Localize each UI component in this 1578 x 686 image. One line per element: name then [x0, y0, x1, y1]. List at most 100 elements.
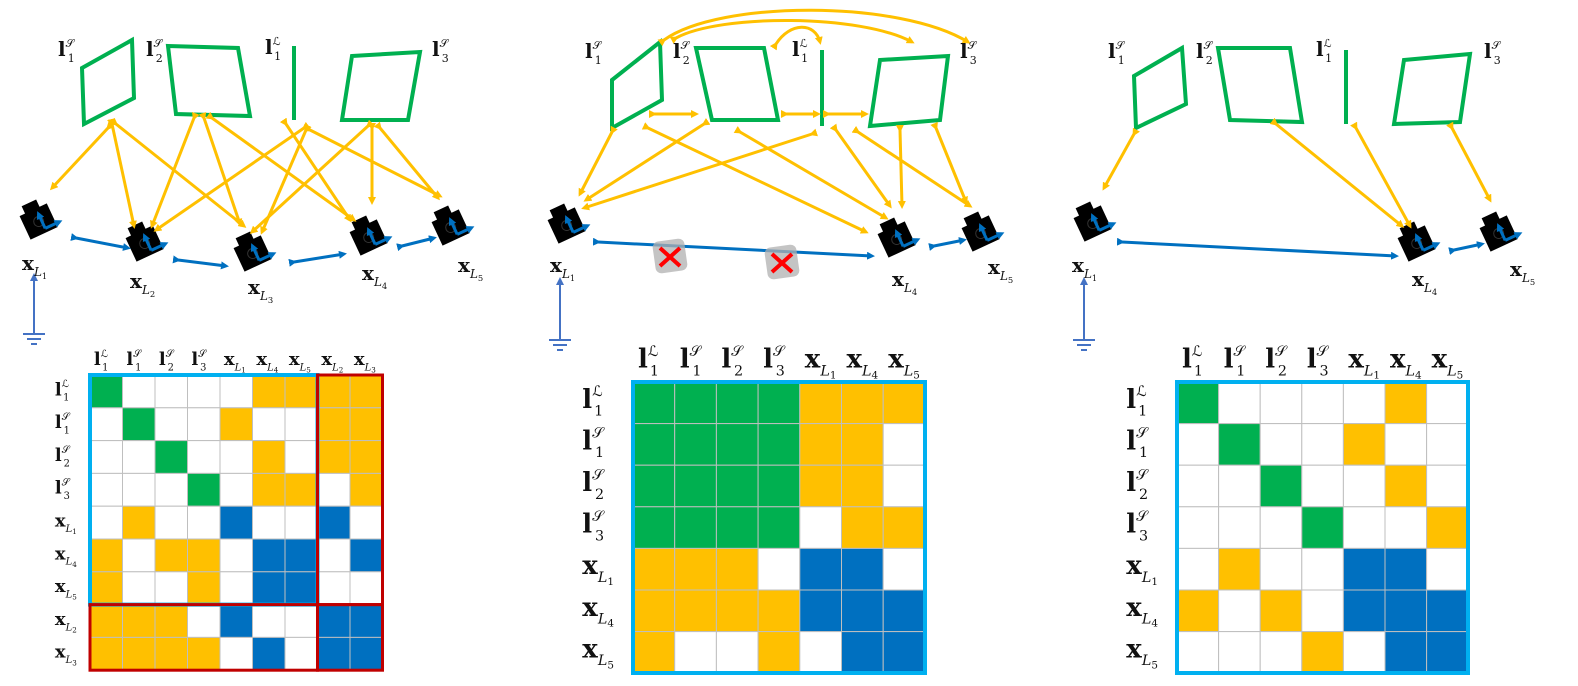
matrix-cell [1259, 631, 1303, 674]
matrix-cell [632, 631, 676, 674]
matrix-cell [882, 381, 926, 425]
matrix-cell [715, 589, 759, 633]
matrix-cell [154, 505, 188, 540]
matrix-cell [154, 636, 188, 671]
matrix-cell [252, 538, 286, 573]
matrix-cell [252, 505, 286, 540]
matrix-cell [349, 440, 383, 474]
matrix-cell [154, 538, 188, 573]
matrix-cell [1259, 381, 1303, 425]
matrix-cell [1301, 423, 1344, 466]
matrix-cell [757, 589, 801, 633]
matrix-cell [1176, 506, 1220, 549]
matrix-cell [1384, 464, 1428, 508]
label-xL5: xL5 [988, 255, 1013, 285]
matrix-cell [219, 505, 253, 540]
matrix-cell [1342, 589, 1386, 633]
matrix-cell [252, 604, 286, 638]
odometry-edge [1116, 237, 1399, 260]
landmark-factor-edge [1350, 121, 1412, 229]
matrix-cell [122, 472, 156, 507]
matrix-cell [187, 440, 221, 474]
matrix-cell [349, 472, 383, 507]
matrix-cell [674, 464, 717, 508]
landmark-factor-edge [930, 121, 968, 205]
matrix-cell [882, 631, 926, 674]
matrix-cell [89, 374, 123, 409]
matrix-cell [122, 604, 156, 638]
matrix-cell [1426, 547, 1469, 591]
matrix-cell [674, 547, 717, 591]
landmark-factor-edge [49, 121, 115, 191]
label-xL1: xL1 [550, 253, 575, 283]
matrix-cell [187, 374, 221, 409]
matrix-cell [757, 423, 801, 466]
plane-landmark-l2s [165, 43, 253, 119]
matrix-cell [284, 440, 318, 474]
matrix-row-header: xL2 [55, 609, 77, 635]
cross-icon [770, 252, 794, 274]
matrix-outline [1175, 380, 1470, 675]
landmark-landmark-edge [657, 8, 971, 47]
matrix-cell [154, 604, 188, 638]
matrix-cell [882, 589, 926, 633]
odometry-edge [592, 237, 875, 260]
matrix-cell [757, 631, 801, 674]
matrix-cell [841, 381, 884, 425]
matrix-cell [187, 604, 221, 638]
matrix-cell [89, 407, 123, 442]
matrix-cell [674, 381, 717, 425]
matrix-cell [252, 472, 286, 507]
matrix-cell [1218, 547, 1261, 591]
matrix-cell [841, 464, 884, 508]
matrix-cell [1301, 506, 1344, 549]
cross-icon [658, 246, 682, 268]
pose-xL4-icon [1397, 221, 1441, 262]
matrix-cell [1426, 506, 1469, 549]
landmark-factor-edge [249, 119, 375, 235]
matrix-cell [317, 374, 351, 409]
matrix-cell [715, 381, 759, 425]
matrix-cell [632, 464, 676, 508]
matrix-cell [799, 381, 842, 425]
matrix-cell [1342, 506, 1386, 549]
matrix-cell [284, 571, 318, 606]
pose-xL4-icon [349, 215, 393, 256]
odometry-edge [1448, 241, 1485, 255]
landmark-factor-edge [1102, 127, 1140, 191]
matrix-cell [1218, 589, 1261, 633]
matrix-cell [89, 571, 123, 606]
matrix-cell [122, 374, 156, 409]
matrix-outline [631, 380, 927, 675]
matrix-cell [252, 440, 286, 474]
matrix-cell [219, 440, 253, 474]
matrix-cell [252, 571, 286, 606]
matrix-col-header: xL1 [805, 345, 837, 382]
matrix-cell [317, 505, 351, 540]
matrix-cell [219, 472, 253, 507]
matrix-cell [219, 538, 253, 573]
plane-landmark-l3s [339, 49, 423, 122]
matrix-cell [1384, 547, 1428, 591]
odometry-edge [288, 250, 347, 267]
matrix-cell [715, 464, 759, 508]
plane-landmark-l1s [1131, 44, 1189, 132]
odometry-edge [928, 237, 967, 251]
marginalized-block-outline [316, 603, 384, 672]
matrix-cell [219, 636, 253, 671]
matrix-row-header: xL1 [582, 551, 614, 588]
pose-xL1-icon [547, 203, 591, 244]
